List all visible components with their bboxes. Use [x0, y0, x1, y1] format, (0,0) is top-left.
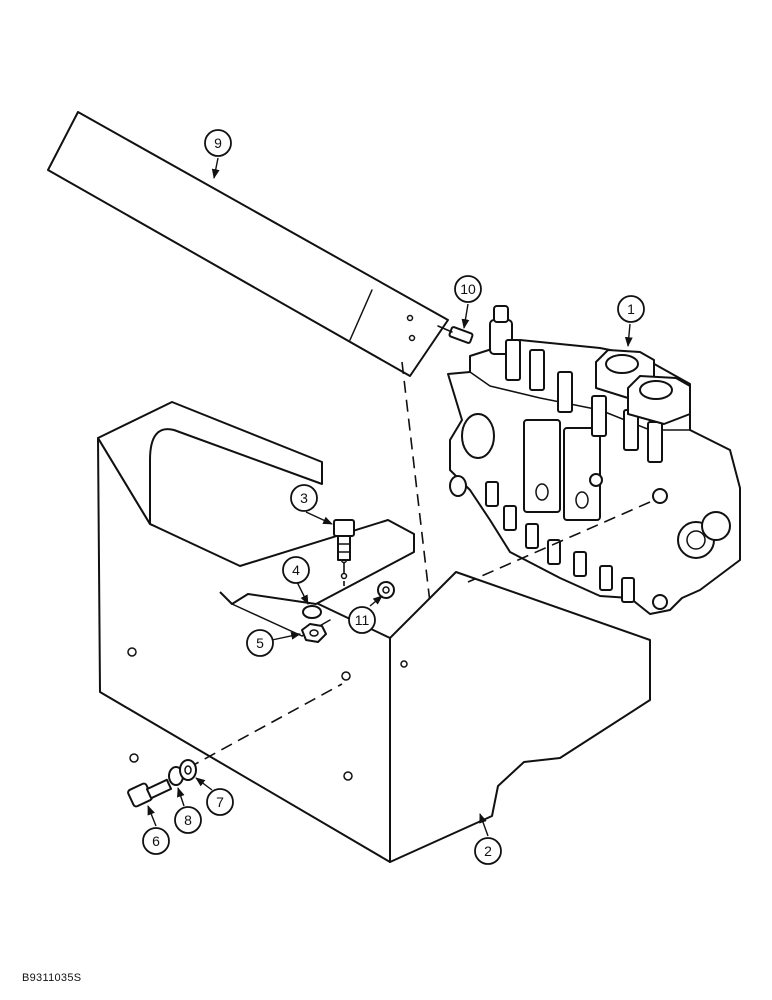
- svg-text:6: 6: [152, 833, 160, 849]
- bolt-part-3: [333, 519, 355, 586]
- nut-part-11: [377, 581, 395, 599]
- bolt-part-6: [127, 778, 173, 808]
- svg-text:8: 8: [184, 812, 192, 828]
- nut-part-5: [301, 623, 327, 643]
- svg-text:10: 10: [460, 281, 476, 297]
- svg-text:9: 9: [214, 135, 222, 151]
- screw-part-10: [437, 325, 474, 344]
- callout-1: 1: [617, 295, 645, 323]
- washer-part-4: [302, 605, 322, 619]
- callout-2: 2: [474, 837, 502, 865]
- bolt-alignment-line: [187, 683, 343, 769]
- alignment-line: [467, 501, 651, 583]
- hidden-line: [401, 361, 434, 638]
- svg-text:7: 7: [216, 794, 224, 810]
- svg-text:1: 1: [627, 301, 635, 317]
- svg-text:3: 3: [300, 490, 308, 506]
- callout-9: 9: [204, 129, 232, 157]
- callout-11: 11: [348, 606, 376, 634]
- callout-7: 7: [206, 788, 234, 816]
- control-valve-part-1: [447, 305, 741, 615]
- svg-text:11: 11: [355, 612, 370, 628]
- callout-4: 4: [282, 556, 310, 584]
- svg-text:5: 5: [256, 635, 264, 651]
- callout-8: 8: [174, 806, 202, 834]
- callout-6: 6: [142, 827, 170, 855]
- svg-text:2: 2: [484, 843, 492, 859]
- callout-3: 3: [290, 484, 318, 512]
- svg-text:4: 4: [292, 562, 300, 578]
- leader-lines: [147, 157, 633, 837]
- cover-plate-part-9: [47, 111, 449, 377]
- callout-10: 10: [454, 275, 482, 303]
- figure-code: B9311035S: [22, 972, 82, 984]
- flat-washer-part-7: [179, 759, 197, 781]
- callout-5: 5: [246, 629, 274, 657]
